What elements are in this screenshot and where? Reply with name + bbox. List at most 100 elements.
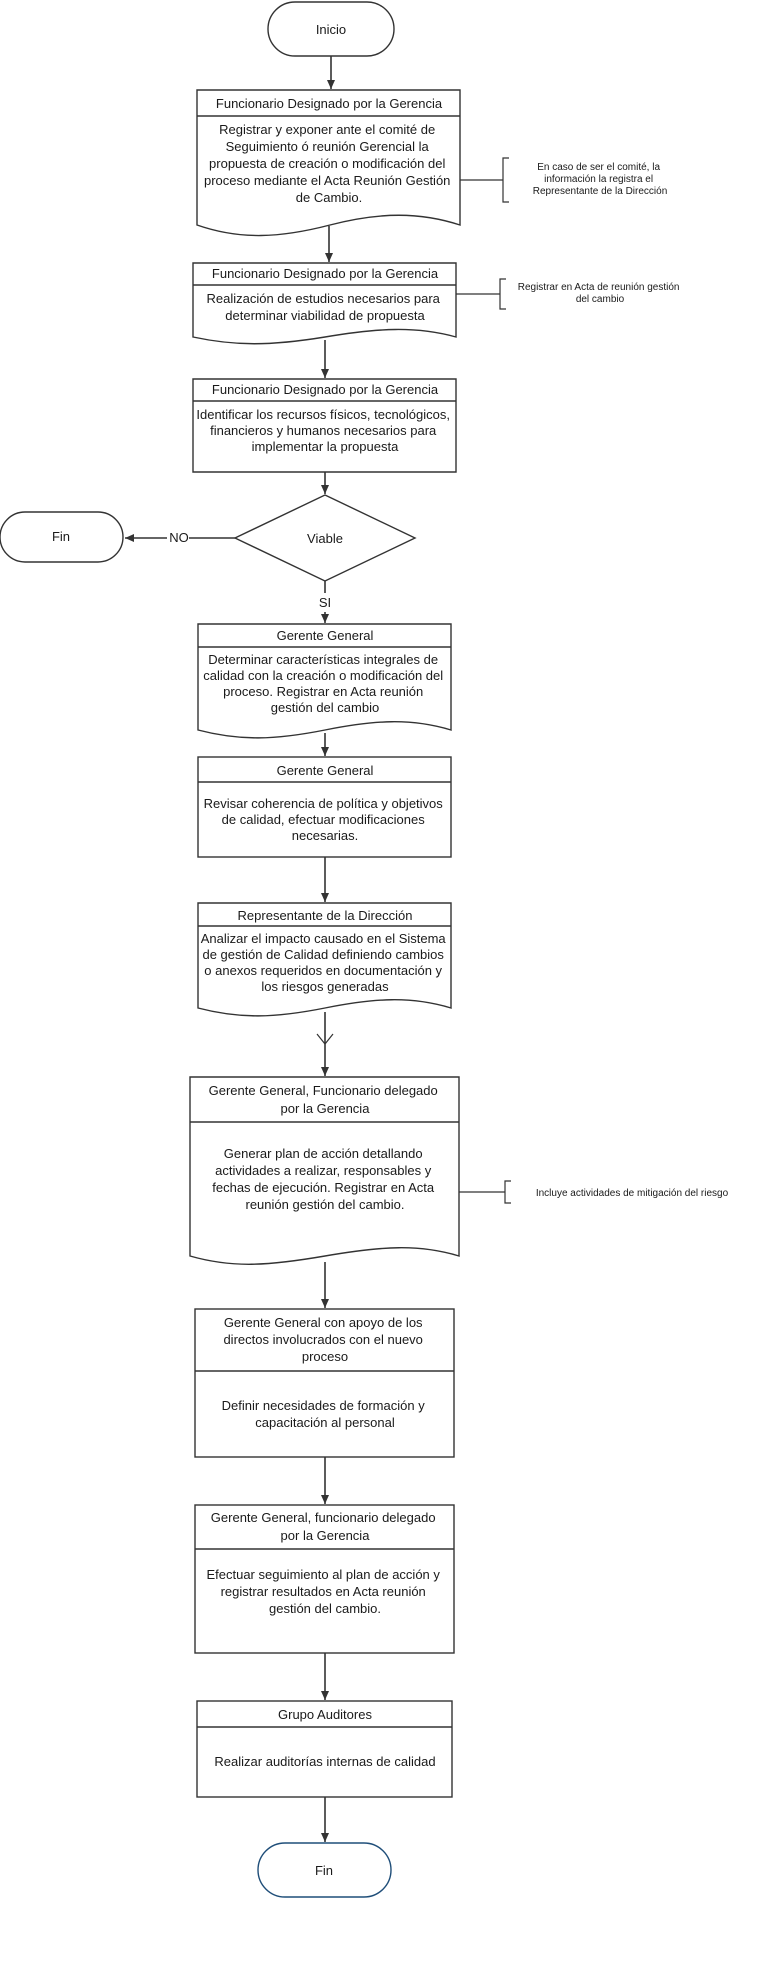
shape-outline bbox=[257, 1842, 392, 1898]
end-label: Fin bbox=[315, 1863, 333, 1878]
merge-mark bbox=[316, 1033, 334, 1045]
text-line: Definir necesidades de formación y bbox=[222, 1398, 426, 1413]
end-label: Fin bbox=[52, 529, 70, 544]
text-line: del cambio bbox=[576, 294, 625, 305]
text-line: Gerente General, Funcionario delegado bbox=[209, 1083, 438, 1098]
text-line: proceso bbox=[302, 1349, 348, 1364]
text-line: Representante de la Dirección bbox=[533, 186, 668, 197]
text-line: Realización de estudios necesarios para bbox=[206, 291, 440, 306]
note-2: Registrar en Acta de reunión gestión del… bbox=[499, 278, 683, 310]
shape-outline bbox=[196, 1700, 453, 1798]
process-step-5: Gerente General Revisar coherencia de po… bbox=[197, 756, 452, 858]
shape-outline bbox=[499, 278, 506, 310]
text-line: Efectuar seguimiento al plan de acción y bbox=[206, 1567, 440, 1582]
decision-viable: Viable bbox=[233, 494, 417, 582]
text-line: Generar plan de acción detallando bbox=[224, 1146, 423, 1161]
shape-outline bbox=[197, 902, 452, 1017]
text-line: proceso. Registrar en Acta reunión bbox=[223, 684, 423, 699]
process-step-7: Gerente General, Funcionario delegado po… bbox=[189, 1076, 460, 1265]
process-step-8: Gerente General con apoyo de los directo… bbox=[194, 1308, 455, 1458]
step-header: Grupo Auditores bbox=[278, 1707, 372, 1722]
step-body: Identificar los recursos físicos, tecnol… bbox=[196, 407, 453, 454]
shape-outline bbox=[192, 262, 457, 345]
process-step-6: Representante de la Dirección Analizar e… bbox=[197, 902, 452, 1017]
text-line: Revisar coherencia de política y objetiv… bbox=[204, 796, 444, 811]
step-header: Gerente General bbox=[277, 628, 374, 643]
text-line: financieros y humanos necesarios para bbox=[210, 423, 437, 438]
step-body: Analizar el impacto causado en el Sistem… bbox=[201, 931, 450, 994]
text-line: reunión gestión del cambio. bbox=[246, 1197, 405, 1212]
step-header: Gerente General bbox=[277, 763, 374, 778]
process-step-9: Gerente General, funcionario delegado po… bbox=[194, 1504, 455, 1654]
text-line: de calidad, efectuar modificaciones bbox=[222, 812, 426, 827]
shape-outline bbox=[194, 1504, 455, 1654]
text-line: proceso mediante el Acta Reunión Gestión bbox=[204, 173, 450, 188]
step-body: Efectuar seguimiento al plan de acción y… bbox=[206, 1567, 443, 1616]
text-line: los riesgos generadas bbox=[261, 979, 389, 994]
shape-outline bbox=[502, 157, 509, 203]
text-line: Registrar en Acta de reunión gestión bbox=[518, 282, 680, 293]
decision-label: Viable bbox=[307, 531, 343, 546]
step-body: Definir necesidades de formación y capac… bbox=[222, 1398, 429, 1430]
text-line: por la Gerencia bbox=[281, 1101, 371, 1116]
note-1: En caso de ser el comité, la información… bbox=[502, 157, 668, 203]
text-line: de gestión de Calidad definiendo cambios bbox=[202, 947, 444, 962]
step-body: Generar plan de acción detallando activi… bbox=[212, 1146, 437, 1212]
step-body: Revisar coherencia de política y objetiv… bbox=[204, 796, 447, 843]
text-line: Incluye actividades de mitigación del ri… bbox=[536, 1188, 729, 1199]
step-body: Determinar características integrales de… bbox=[203, 652, 447, 715]
text-line: capacitación al personal bbox=[255, 1415, 395, 1430]
step-header: Representante de la Dirección bbox=[238, 908, 413, 923]
step-body: Registrar y exponer ante el comité de Se… bbox=[204, 122, 454, 205]
shape-outline: Registrar en Acta de reunión gestión del… bbox=[518, 282, 683, 305]
text-line: de Cambio. bbox=[296, 190, 362, 205]
text-line: o anexos requeridos en documentación y bbox=[204, 963, 442, 978]
shape-outline bbox=[0, 511, 124, 563]
end-terminal-no: Fin bbox=[0, 511, 124, 563]
yes-label: SI bbox=[319, 595, 331, 610]
end-terminal: Fin bbox=[257, 1842, 392, 1898]
shape-outline: En caso de ser el comité, la información… bbox=[533, 162, 668, 197]
text-line: Seguimiento ó reunión Gerencial la bbox=[226, 139, 430, 154]
no-label: NO bbox=[169, 530, 189, 545]
text-line: registrar resultados en Acta reunión bbox=[221, 1584, 426, 1599]
process-step-4: Gerente General Determinar característic… bbox=[197, 623, 452, 739]
text-line: gestión del cambio. bbox=[269, 1601, 381, 1616]
process-step-2: Funcionario Designado por la Gerencia Re… bbox=[192, 262, 457, 345]
text-line: fechas de ejecución. Registrar en Acta bbox=[212, 1180, 435, 1195]
process-step-3: Funcionario Designado por la Gerencia Id… bbox=[192, 378, 457, 473]
start-label: Inicio bbox=[316, 22, 346, 37]
text-line: determinar viabilidad de propuesta bbox=[225, 308, 425, 323]
step-header: Gerente General con apoyo de los directo… bbox=[223, 1315, 426, 1364]
text-line: Analizar el impacto causado en el Sistem… bbox=[201, 931, 447, 946]
note-3: Incluye actividades de mitigación del ri… bbox=[504, 1180, 729, 1204]
text-line: directos involucrados con el nuevo bbox=[223, 1332, 422, 1347]
shape-outline bbox=[197, 756, 452, 858]
text-line: Identificar los recursos físicos, tecnol… bbox=[196, 407, 450, 422]
text-line: por la Gerencia bbox=[281, 1528, 371, 1543]
shape-outline bbox=[189, 1076, 460, 1265]
step-header: Gerente General, funcionario delegado po… bbox=[211, 1510, 439, 1543]
process-step-1: Funcionario Designado por la Gerencia Re… bbox=[196, 89, 461, 237]
step-body: Realizar auditorías internas de calidad bbox=[214, 1754, 435, 1769]
shape-outline bbox=[196, 89, 461, 237]
text-line: calidad con la creación o modificación d… bbox=[203, 668, 443, 683]
start-terminal: Inicio bbox=[267, 1, 395, 57]
text-line: información la registra el bbox=[544, 174, 653, 185]
text-line: Registrar y exponer ante el comité de bbox=[219, 122, 435, 137]
text-line: implementar la propuesta bbox=[252, 439, 399, 454]
shape-outline bbox=[504, 1180, 511, 1204]
text-line: actividades a realizar, responsables y bbox=[215, 1163, 432, 1178]
text-line: Gerente General, funcionario delegado bbox=[211, 1510, 436, 1525]
shape-outline bbox=[197, 623, 452, 739]
text-line: gestión del cambio bbox=[271, 700, 379, 715]
step-header: Funcionario Designado por la Gerencia bbox=[212, 266, 439, 281]
step-header: Gerente General, Funcionario delegado po… bbox=[209, 1083, 442, 1116]
shape-outline bbox=[194, 1308, 455, 1458]
step-header: Funcionario Designado por la Gerencia bbox=[216, 96, 443, 111]
text-line: Determinar características integrales de bbox=[208, 652, 438, 667]
text-line: propuesta de creación o modificación del bbox=[209, 156, 445, 171]
step-body: Realización de estudios necesarios para … bbox=[206, 291, 443, 323]
process-step-10: Grupo Auditores Realizar auditorías inte… bbox=[196, 1700, 453, 1798]
